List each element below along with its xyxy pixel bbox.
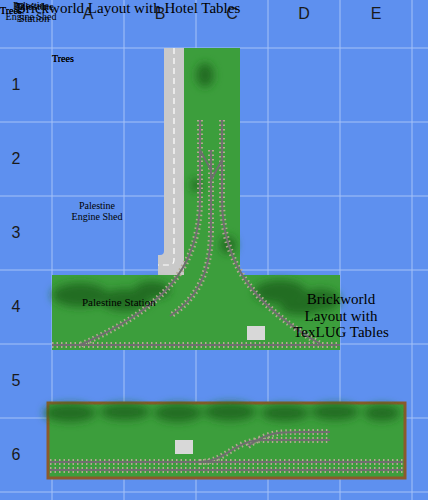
- row-number: 2: [12, 151, 21, 167]
- text-holder: Brickworld Layout with TexLUG Tables: [293, 291, 389, 341]
- platform: [175, 440, 193, 454]
- row-number: 5: [12, 373, 21, 389]
- text-holder: Palestine Station: [82, 292, 156, 310]
- table-surface: [48, 403, 405, 478]
- row-number: 3: [12, 225, 21, 241]
- column-letter: E: [371, 6, 382, 22]
- row-number: 1: [12, 77, 21, 93]
- tracks: [52, 120, 340, 345]
- road-marking: [158, 48, 174, 265]
- tracks: [50, 432, 403, 470]
- building-label: Palestine Engine Shed: [66, 200, 128, 222]
- trees-label: Trees: [0, 5, 22, 16]
- text-holder: Trees: [52, 48, 74, 66]
- row-number: 6: [12, 447, 21, 463]
- table-heading: Brickworld Layout with TexLUG Tables: [293, 291, 389, 341]
- table-surface: [52, 48, 340, 350]
- trees-label: Trees: [52, 53, 74, 64]
- tree-blobs: [52, 63, 340, 315]
- table-outline: Palestine Engine ShedPalestine StationBr…: [52, 48, 340, 350]
- text-holder: Brickworld Layout with Hotel Tables: [0, 0, 256, 17]
- table-heading: Brickworld Layout with Hotel Tables: [0, 0, 256, 17]
- tree-blobs: [44, 403, 400, 422]
- column-letter: D: [298, 6, 310, 22]
- text-holder: Palestine Engine Shed: [66, 200, 128, 222]
- road: [158, 48, 184, 275]
- building-label: Palestine Station: [82, 296, 156, 308]
- text-holder: Trees: [0, 0, 22, 18]
- platform: [247, 326, 265, 340]
- row-number: 4: [12, 299, 21, 315]
